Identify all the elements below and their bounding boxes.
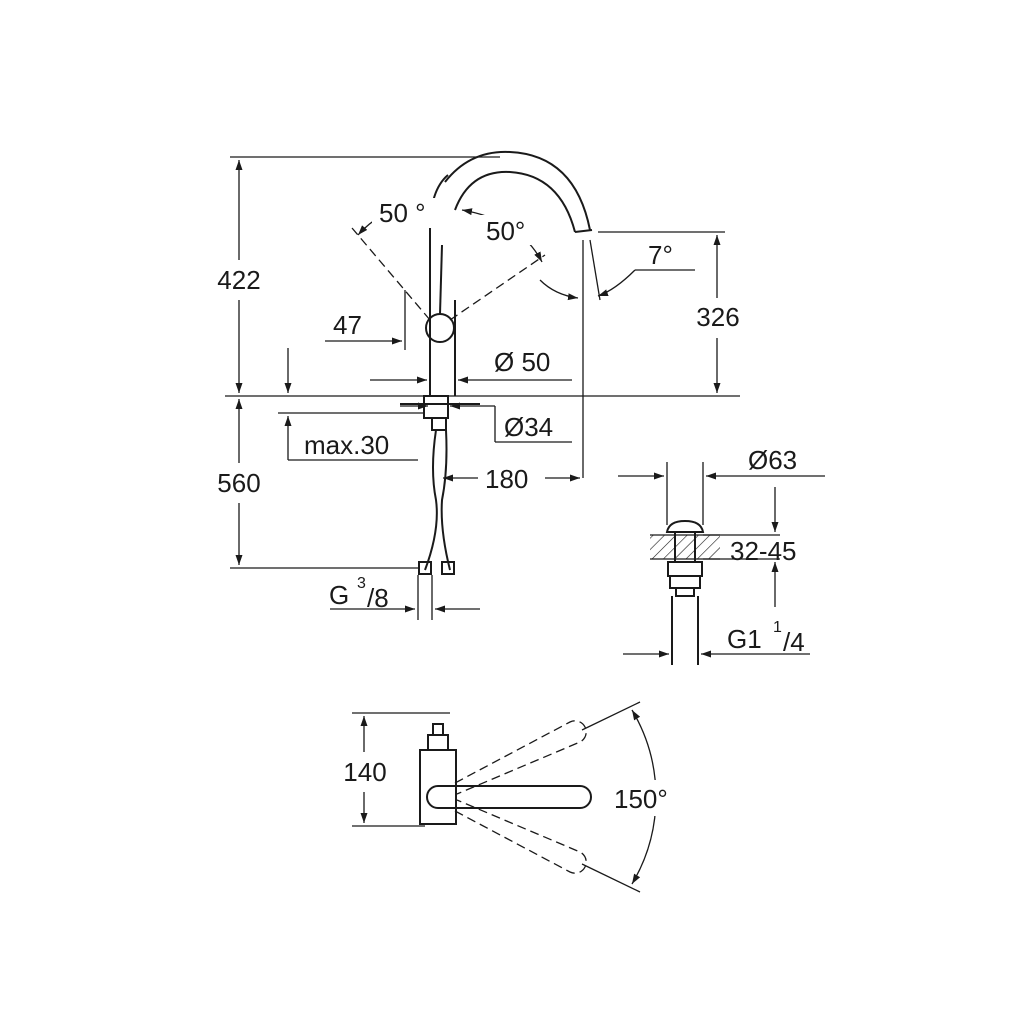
dim-spout-tilt: 7° — [539, 239, 695, 478]
label-swivel-angle: 150° — [614, 784, 668, 814]
label-spout-height: 326 — [696, 302, 739, 332]
hose-left — [424, 429, 438, 571]
waste-fitting — [650, 519, 720, 665]
label-hole-diameter: Ø34 — [504, 412, 553, 442]
label-top-depth: 140 — [343, 757, 386, 787]
label-hose-thread-sub: /8 — [367, 583, 389, 613]
waste-cap — [665, 519, 705, 533]
label-spout-tilt: 7° — [648, 240, 673, 270]
label-waste-thread: G1 — [727, 624, 762, 654]
label-waste-range: 32-45 — [730, 536, 797, 566]
label-waste-thread-sup: 1 — [773, 619, 782, 636]
handle-position-left — [351, 227, 431, 321]
waste-nut-1 — [667, 561, 703, 577]
top-view-spout-left-position — [454, 720, 587, 795]
label-waste-thread-sub: /4 — [783, 627, 805, 657]
label-hose-thread-sup: 3 — [357, 575, 366, 592]
label-waste-diameter: Ø63 — [748, 445, 797, 475]
waste-nut-3 — [675, 587, 695, 597]
top-view-handle — [427, 734, 449, 751]
label-body-diameter: Ø 50 — [494, 347, 550, 377]
handle-position-right — [449, 254, 546, 321]
label-handle-angle-right: 50° — [486, 216, 525, 246]
faucet-top-view — [419, 720, 592, 874]
hose-right — [440, 429, 451, 571]
handle-lever — [439, 244, 443, 315]
waste-nut-2 — [669, 575, 701, 589]
hose-fitting-right — [441, 561, 455, 575]
dim-spout-height: 326 — [598, 231, 760, 393]
label-max-deck: max.30 — [304, 430, 389, 460]
top-view-spout-right-position — [454, 799, 587, 874]
base-nut — [423, 395, 449, 419]
spout-tip — [574, 229, 593, 233]
dim-swivel-angle: 150° — [581, 701, 696, 893]
label-total-height: 422 — [217, 265, 260, 295]
dim-waste-diameter: Ø63 — [618, 445, 825, 525]
dim-max-deck: max.30 — [278, 348, 425, 461]
shank — [431, 417, 447, 431]
label-handle-offset: 47 — [333, 310, 362, 340]
dim-waste-thread: G1 1 /4 — [623, 619, 810, 658]
dim-handle-offset: 47 — [325, 290, 406, 350]
dim-top-depth: 140 — [330, 712, 450, 827]
dim-spout-reach: 180 — [443, 464, 580, 494]
dim-hose-thread: G 3 /8 — [329, 575, 480, 620]
label-below-deck: 560 — [217, 468, 260, 498]
spout-inner — [454, 170, 576, 233]
label-spout-reach: 180 — [485, 464, 528, 494]
label-handle-angle-left: 50 ° — [379, 198, 426, 228]
dim-handle-angles: 50 ° 50° — [357, 198, 548, 263]
dim-hole-diameter: Ø34 — [400, 402, 572, 443]
dim-total-height: 422 — [200, 156, 500, 393]
top-view-cartridge — [432, 723, 444, 736]
dim-waste-range: 32-45 — [703, 487, 797, 607]
label-hose-thread: G — [329, 580, 349, 610]
top-view-spout — [426, 785, 592, 809]
dim-body-diameter: Ø 50 — [370, 347, 572, 384]
dim-below-deck: 560 — [200, 399, 420, 569]
spout-outer — [444, 150, 591, 231]
